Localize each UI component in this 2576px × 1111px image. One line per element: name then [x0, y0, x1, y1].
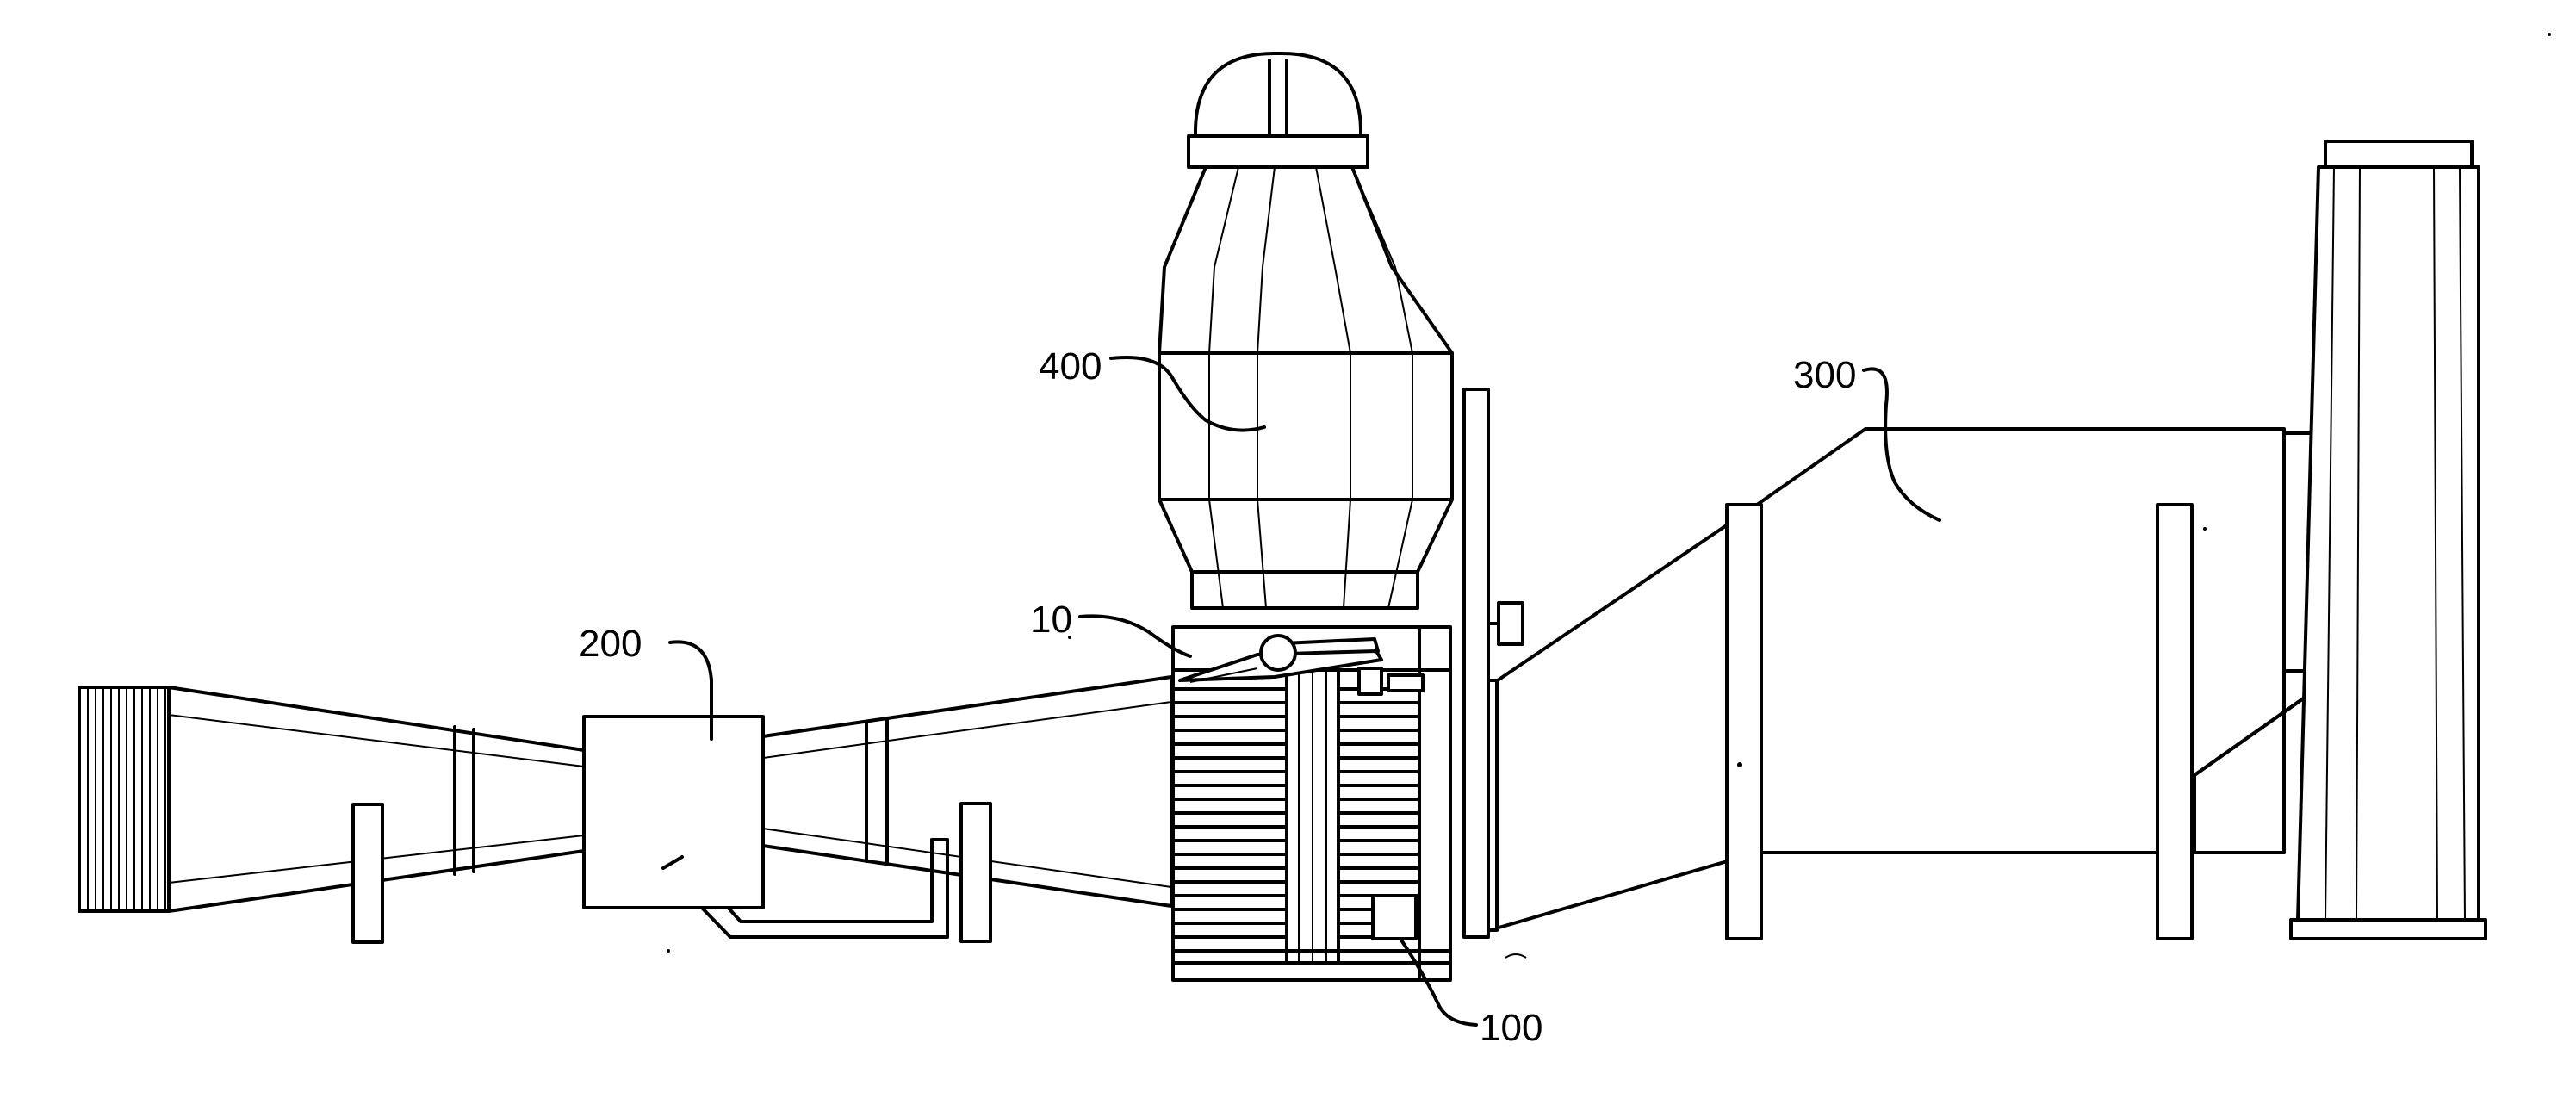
component-400: [1159, 53, 1452, 608]
label-10: 10: [1030, 599, 1072, 641]
exhaust-stack: [2291, 141, 2486, 939]
hinge-pivot: [1261, 636, 1295, 670]
component-300: [1490, 429, 2317, 939]
stack-base: [2291, 920, 2486, 939]
flange-300-left: [1727, 505, 1761, 939]
vessel-cap-band: [1189, 136, 1368, 167]
inlet-flange: [353, 804, 382, 942]
label-300: 300: [1793, 354, 1856, 396]
flange-300-right: [2157, 505, 2192, 939]
duct-flange: [961, 804, 990, 941]
connecting-duct: [763, 677, 1171, 941]
inlet-horn: [79, 687, 584, 942]
label-400: 400: [1039, 345, 1102, 388]
box-200: [584, 717, 763, 908]
label-200: 200: [579, 623, 642, 665]
label-100: 100: [1480, 1007, 1542, 1049]
housing-access-port: [1373, 896, 1416, 939]
